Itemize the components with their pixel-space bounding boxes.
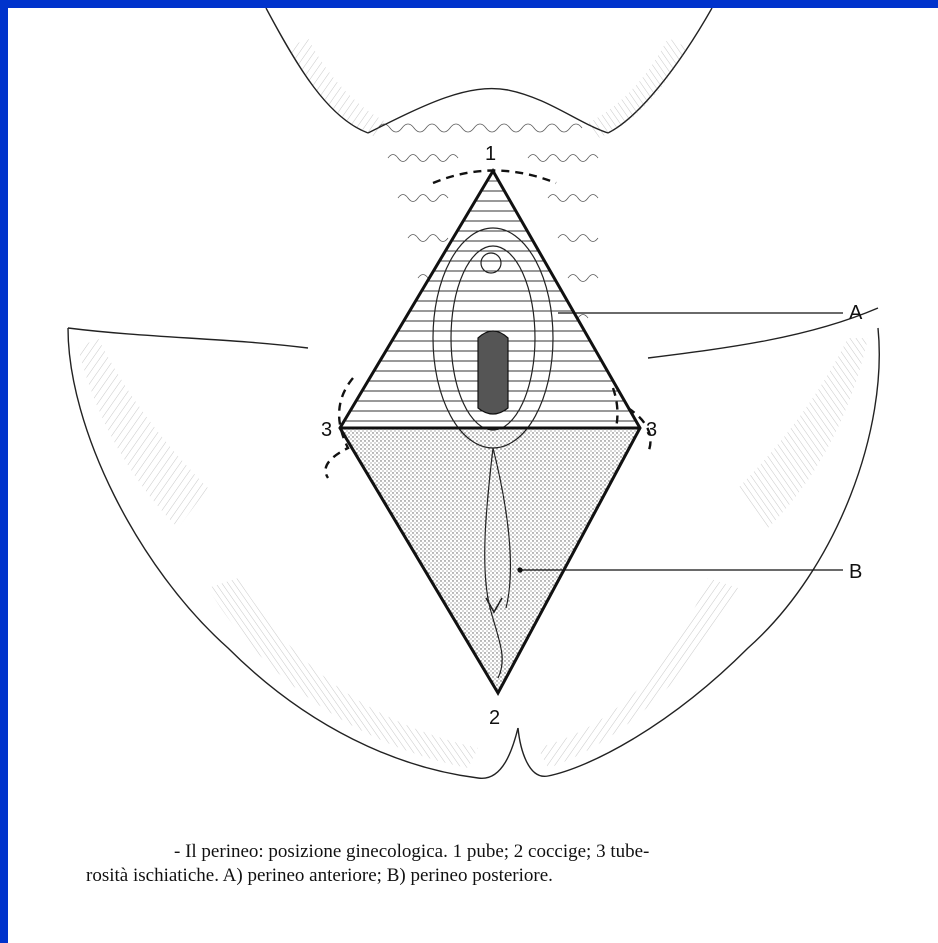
caption-line-1-text: - Il perineo: posizione ginecologica. 1 …	[174, 841, 649, 862]
caption-line-2: rosità ischiatiche. A) perineo anteriore…	[86, 864, 906, 888]
label-anterior: A	[849, 302, 863, 324]
perineum-illustration: 1 2 3 3 A B	[8, 8, 938, 808]
label-pubis: 1	[485, 143, 496, 165]
caption-line-1: - Il perineo: posizione ginecologica. 1 …	[86, 840, 906, 864]
label-coccyx: 2	[489, 707, 500, 729]
label-ischial-right: 3	[646, 419, 657, 441]
figure-caption: - Il perineo: posizione ginecologica. 1 …	[86, 840, 906, 888]
label-posterior: B	[849, 561, 862, 583]
posterior-triangle	[340, 428, 640, 693]
figure-plate: 1 2 3 3 A B - Il perineo: posizione gine…	[8, 8, 938, 943]
label-ischial-left: 3	[321, 419, 332, 441]
